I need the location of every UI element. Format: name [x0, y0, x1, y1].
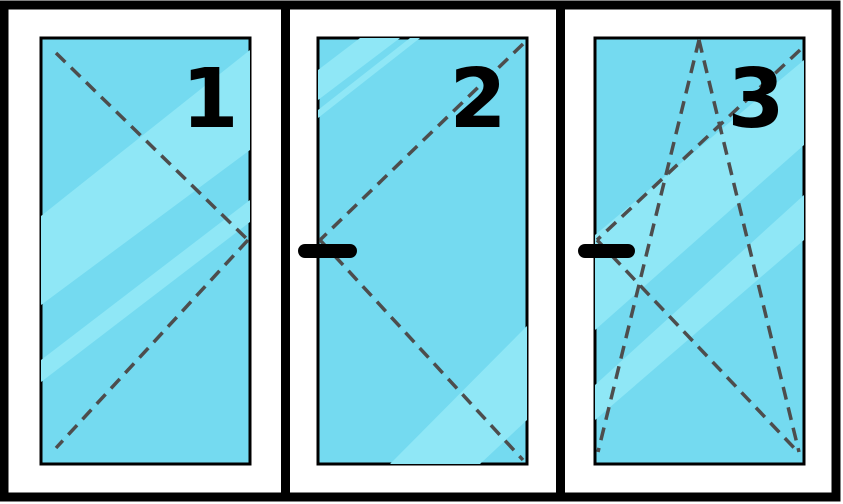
- pane-2-glare-band: [318, 38, 420, 118]
- pane-3: 3: [578, 36, 806, 466]
- pane-2: 2: [298, 36, 529, 466]
- pane-2-number: 2: [449, 52, 506, 147]
- pane-1-opening-lines: [54, 51, 250, 450]
- mullion-left: [281, 5, 290, 497]
- pane-1: 1: [39, 36, 252, 466]
- pane-2-opening-lines: [318, 42, 525, 462]
- pane-1-number: 1: [181, 52, 238, 147]
- pane-3-opening-lines: [595, 39, 802, 454]
- pane-2-glare-band: [318, 38, 400, 100]
- mullion-right: [556, 5, 565, 497]
- pane-3-number: 3: [727, 52, 784, 147]
- pane-1-glare-band: [41, 50, 250, 305]
- pane-3-glare-band: [595, 60, 804, 330]
- pane-1-glare-band: [41, 200, 250, 382]
